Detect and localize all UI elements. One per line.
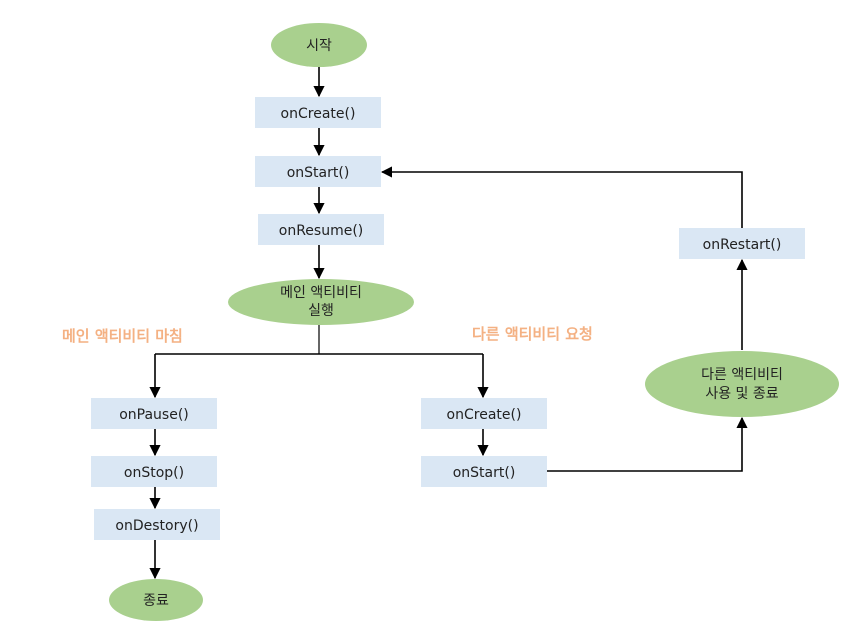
onrestart-label: onRestart() xyxy=(703,237,782,253)
condition-main-activity-finish: 메인 액티비티 마침 xyxy=(62,327,183,345)
start-label: 시작 xyxy=(306,38,332,54)
onstop-node: onStop() xyxy=(91,456,217,487)
onresume-label: onResume() xyxy=(279,223,364,239)
main-activity-running-line2: 실행 xyxy=(308,303,334,319)
onstart-2-node: onStart() xyxy=(421,456,547,487)
oncreate-2-node: onCreate() xyxy=(421,398,547,429)
other-activity-use-end-node: 다른 액티비티 사용 및 종료 xyxy=(645,351,839,417)
arrow-onstart2-to-other-activity xyxy=(547,416,748,472)
oncreate-label: onCreate() xyxy=(281,106,356,122)
oncreate-2-label: onCreate() xyxy=(447,407,522,423)
other-activity-use-end-line2: 사용 및 종료 xyxy=(705,386,778,402)
onstop-label: onStop() xyxy=(124,465,184,481)
ondestory-node: onDestory() xyxy=(94,509,220,540)
onresume-node: onResume() xyxy=(258,214,384,245)
other-activity-use-end-line1: 다른 액티비티 xyxy=(701,367,783,383)
arrow-onrestart-to-onstart xyxy=(380,166,743,228)
onpause-node: onPause() xyxy=(91,398,217,429)
onrestart-node: onRestart() xyxy=(679,228,805,259)
start-node: 시작 xyxy=(271,23,367,67)
onstart-2-label: onStart() xyxy=(453,465,516,481)
onstart-node: onStart() xyxy=(255,156,381,187)
oncreate-node: onCreate() xyxy=(255,97,381,128)
ondestory-label: onDestory() xyxy=(115,518,198,534)
onstart-label: onStart() xyxy=(287,165,350,181)
condition-other-activity-request: 다른 액티비티 요청 xyxy=(472,325,593,343)
end-label: 종료 xyxy=(143,593,169,609)
end-node: 종료 xyxy=(109,579,203,621)
main-activity-running-node: 메인 액티비티 실행 xyxy=(228,279,414,325)
onpause-label: onPause() xyxy=(119,407,189,423)
main-activity-running-line1: 메인 액티비티 xyxy=(280,285,362,301)
